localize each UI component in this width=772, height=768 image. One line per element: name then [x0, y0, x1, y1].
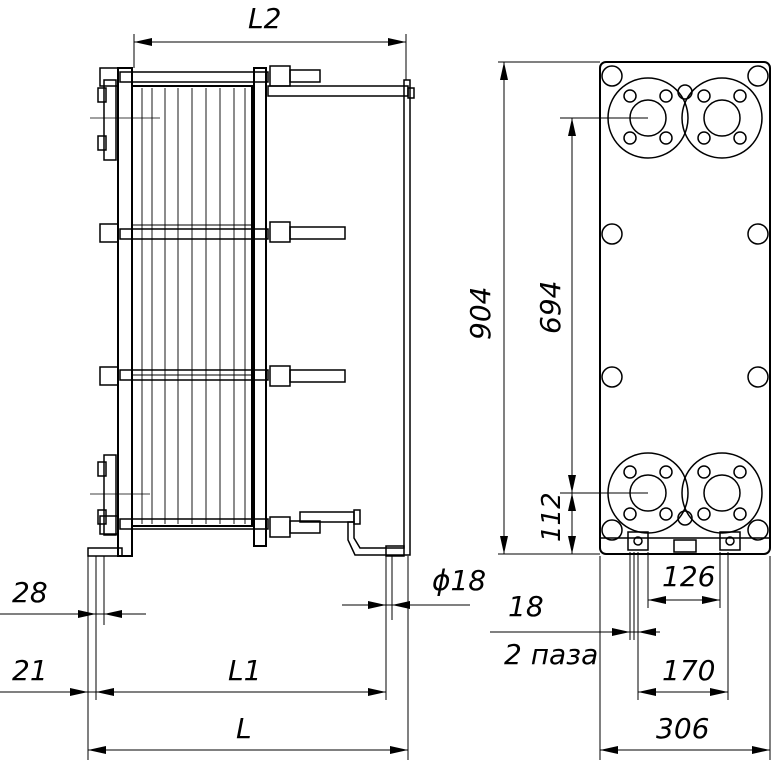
dim-l1: L1: [228, 654, 261, 687]
side-view: [87, 65, 415, 557]
foot-right: [719, 531, 741, 551]
upper-guide-bar: [267, 85, 409, 97]
pressure-plate: [253, 67, 267, 547]
dim-21: 21: [12, 654, 48, 687]
dim-18: 18: [508, 590, 544, 623]
bolt-heads-left: [99, 67, 119, 535]
dim-phi18: ϕ18: [432, 564, 486, 597]
dim-l: L: [236, 712, 252, 745]
fixed-plate: [117, 67, 133, 557]
front-plate: [599, 61, 771, 555]
dim-126: 126: [662, 560, 715, 593]
dimension-lines: [0, 34, 771, 760]
dim-28: 28: [12, 576, 48, 609]
dim-306: 306: [656, 712, 709, 745]
plate-lines: [132, 88, 252, 524]
arrowheads: [70, 38, 770, 754]
upper-nozzle-flange: [103, 79, 117, 161]
fixed-plate-foot: [87, 547, 123, 557]
dim-112: 112: [537, 492, 567, 542]
dimension-labels: L2 904 694 112 ϕ18 28 18 2 паза 21 L1 L …: [12, 2, 715, 745]
lower-nozzle-flange: [103, 454, 117, 536]
dim-l2: L2: [248, 2, 281, 35]
dim-2-slots: 2 паза: [504, 638, 598, 671]
front-view: [599, 61, 771, 555]
dim-170: 170: [662, 654, 715, 687]
foot-left: [627, 531, 649, 551]
bolt-shanks: [289, 69, 346, 534]
nuts-right: [269, 65, 291, 538]
dim-904: 904: [464, 287, 497, 340]
dim-694: 694: [534, 281, 567, 334]
support-column: [347, 79, 411, 556]
perimeter-bolts: [601, 65, 769, 541]
